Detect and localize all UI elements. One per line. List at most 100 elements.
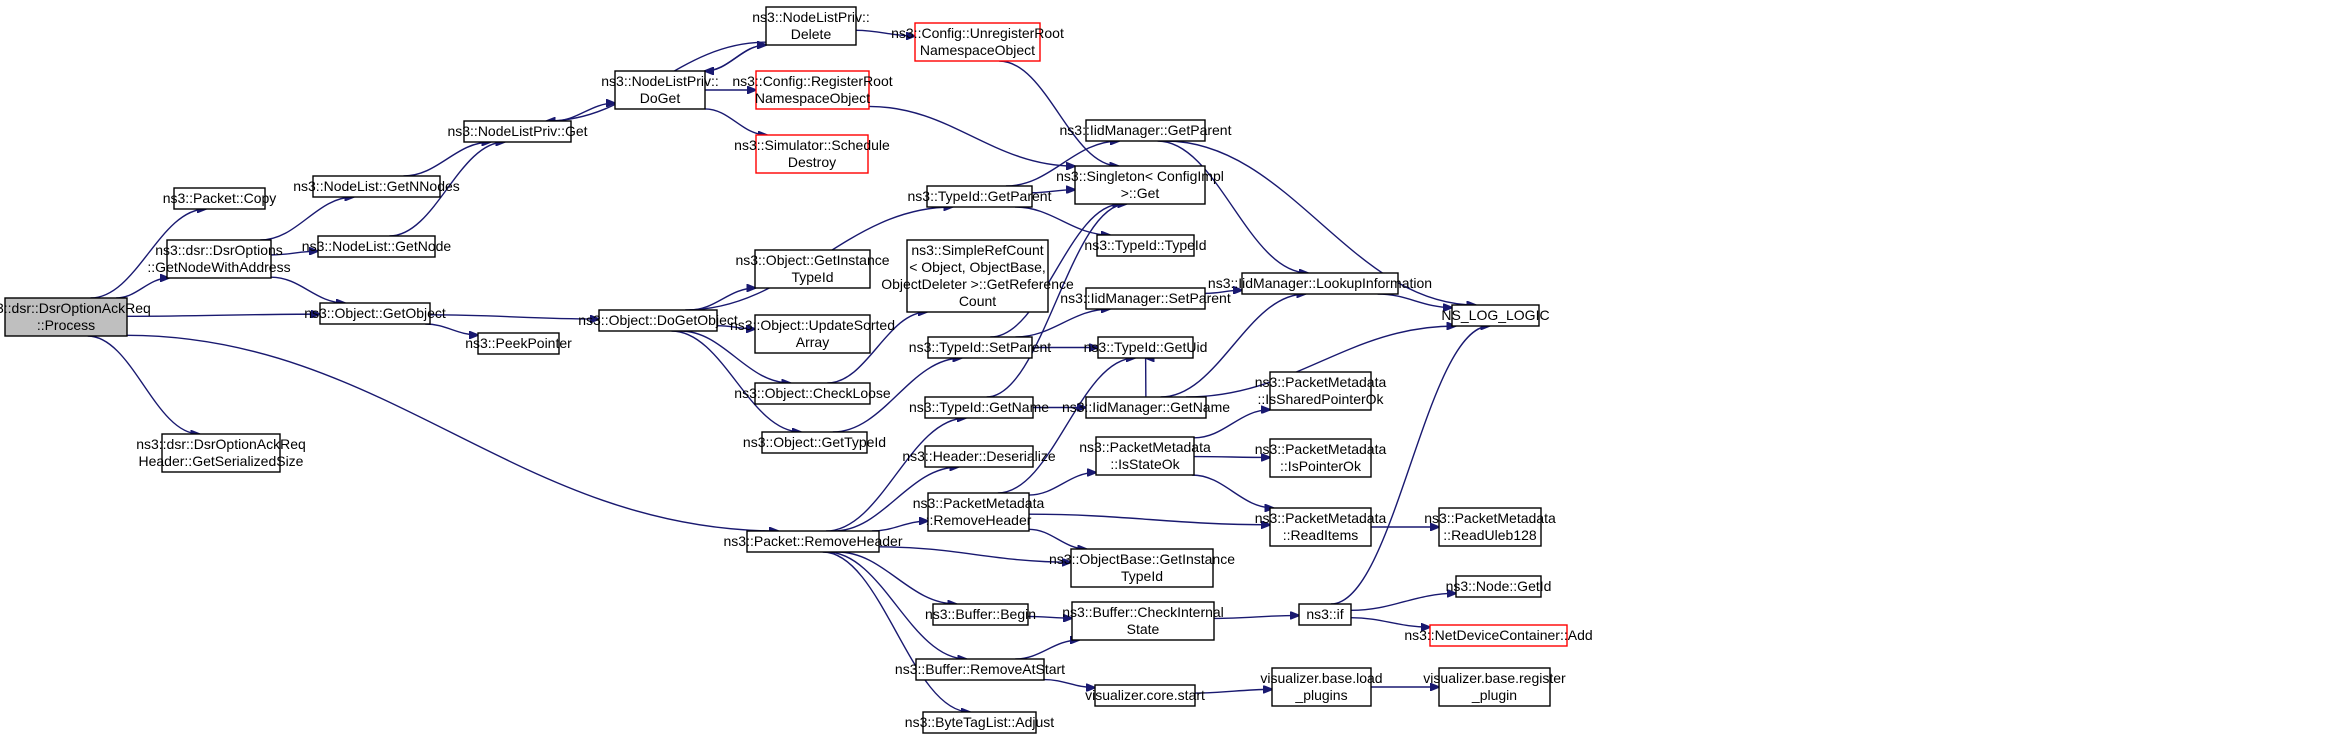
- node-label-line: Delete: [791, 26, 832, 42]
- node-packetmetadata-is-state-ok[interactable]: ns3::PacketMetadata::IsStateOk: [1079, 436, 1211, 476]
- node-packetmetadata-read-items[interactable]: ns3::PacketMetadata::ReadItems: [1255, 507, 1387, 547]
- node-label-line: ObjectDeleter >::GetReference: [881, 276, 1074, 292]
- node-visualizer-core-start[interactable]: visualizer.core.start: [1085, 684, 1205, 707]
- node-simple-ref-count-get-reference-count[interactable]: ns3::SimpleRefCount< Object, ObjectBase,…: [881, 239, 1074, 313]
- node-dsr-option-ack-req-header-get-serialized-size[interactable]: ns3::dsr::DsrOptionAckReqHeader::GetSeri…: [136, 433, 306, 473]
- node-ns-log-logic[interactable]: NS_LOG_LOGIC: [1441, 304, 1550, 327]
- node-box: [746, 530, 880, 553]
- edge-pmisstateok-to-pmispointer: [1193, 457, 1270, 458]
- edge-removehdr-to-tgetname: [826, 418, 966, 532]
- node-visualizer-base-load-plugins[interactable]: visualizer.base.load_plugins: [1260, 667, 1383, 707]
- node-box: [1095, 436, 1195, 476]
- node-packetmetadata-is-pointer-ok[interactable]: ns3::PacketMetadata::IsPointerOk: [1255, 438, 1387, 478]
- node-buffer-begin[interactable]: ns3::Buffer::Begin: [925, 603, 1036, 626]
- node-box: [1455, 575, 1542, 598]
- node-label-line: < Object, ObjectBase,: [909, 259, 1046, 275]
- node-dsr-option-ack-req-process[interactable]: ns3::dsr::DsrOptionAckReq::Process: [0, 297, 151, 337]
- edge-iidgetparent-to-iidlookup: [1157, 140, 1308, 273]
- node-singleton-configimpl-get[interactable]: ns3::Singleton< ConfigImpl>::Get: [1056, 165, 1224, 205]
- node-packet-remove-header[interactable]: ns3::Packet::RemoveHeader: [724, 530, 903, 553]
- node-object-check-loose[interactable]: ns3::Object::CheckLoose: [734, 382, 891, 405]
- node-nodelistpriv-doget[interactable]: ns3::NodeListPriv::DoGet: [601, 70, 719, 110]
- node-label-line: ::IsPointerOk: [1280, 458, 1362, 474]
- node-label-line: DoGet: [640, 90, 681, 106]
- node-typeid-get-name[interactable]: ns3::TypeId::GetName: [909, 396, 1049, 419]
- node-ns3-if[interactable]: ns3::if: [1298, 603, 1352, 626]
- node-box: [1269, 371, 1372, 411]
- node-box: [1071, 601, 1215, 641]
- node-box: [755, 134, 869, 174]
- node-dsr-options-get-node-with-address[interactable]: ns3::dsr::DsrOptions::GetNodeWithAddress: [147, 239, 291, 279]
- node-box: [754, 314, 871, 354]
- node-label-line: ns3::TypeId::SetParent: [909, 339, 1052, 355]
- node-label-line: ns3::PacketMetadata: [1079, 439, 1211, 455]
- node-box: [914, 22, 1041, 62]
- node-box: [1094, 684, 1196, 707]
- node-box: [1241, 272, 1399, 295]
- node-label-line: ::GetNodeWithAddress: [147, 259, 290, 275]
- node-label-line: ns3::NetDeviceContainer::Add: [1404, 627, 1592, 643]
- node-netdevicecontainer-add[interactable]: ns3::NetDeviceContainer::Add: [1404, 624, 1593, 647]
- node-typeid-typeid[interactable]: ns3::TypeId::TypeId: [1084, 234, 1207, 257]
- node-iidmanager-lookup-information[interactable]: ns3::IidManager::LookupInformation: [1208, 272, 1432, 295]
- node-iidmanager-set-parent[interactable]: ns3::IidManager::SetParent: [1060, 287, 1231, 310]
- edge-gettypeid-to-tsetparent: [832, 358, 962, 433]
- node-packetmetadata-read-uleb128[interactable]: ns3::PacketMetadata::ReadUleb128: [1424, 507, 1556, 547]
- edge-removehdr-to-pmremovehdr: [871, 521, 928, 532]
- node-packetmetadata-is-shared-pointer-ok[interactable]: ns3::PacketMetadata::IsSharedPointerOk: [1255, 371, 1387, 411]
- edge-tgetparent-to-ttypeid: [1015, 206, 1110, 235]
- node-label-line: ::Process: [37, 317, 95, 333]
- edge-nlpget-to-nlpdoget: [553, 103, 615, 122]
- node-packet-copy[interactable]: ns3::Packet::Copy: [163, 187, 277, 210]
- edge-getobject-to-dogetobj: [429, 314, 599, 319]
- node-box: [906, 239, 1049, 313]
- node-label-line: ns3::NodeListPriv::: [601, 73, 719, 89]
- node-packetmetadata-remove-header[interactable]: ns3::PacketMetadata::RemoveHeader: [913, 492, 1045, 532]
- node-header-deserialize[interactable]: ns3::Header::Deserialize: [902, 445, 1056, 468]
- node-typeid-set-parent[interactable]: ns3::TypeId::SetParent: [909, 336, 1052, 359]
- node-bytetaglist-adjust[interactable]: ns3::ByteTagList::Adjust: [905, 711, 1055, 734]
- node-node-get-id[interactable]: ns3::Node::GetId: [1446, 575, 1552, 598]
- node-object-get-object[interactable]: ns3::Object::GetObject: [304, 302, 446, 325]
- edge-getnodewa-to-getnnodes: [260, 197, 353, 241]
- node-label-line: visualizer.base.load: [1260, 670, 1382, 686]
- edge-pmremovehdr-to-tgetuid: [997, 358, 1135, 494]
- node-label-line: Array: [796, 334, 829, 350]
- node-nodelistpriv-get[interactable]: ns3::NodeListPriv::Get: [447, 120, 588, 143]
- node-box: [754, 382, 871, 405]
- node-typeid-get-parent[interactable]: ns3::TypeId::GetParent: [908, 185, 1052, 208]
- node-label-line: ns3::Object::GetInstance: [735, 252, 889, 268]
- node-iidmanager-get-parent[interactable]: ns3::IidManager::GetParent: [1060, 119, 1232, 142]
- node-object-get-typeid[interactable]: ns3::Object::GetTypeId: [743, 431, 886, 454]
- node-box: [4, 297, 128, 337]
- node-peek-pointer[interactable]: ns3::PeekPointer: [465, 332, 572, 355]
- edge-removehdr-to-bufbegin: [837, 551, 956, 604]
- node-box: [754, 249, 871, 289]
- node-nodelistpriv-delete[interactable]: ns3::NodeListPriv::Delete: [752, 6, 870, 46]
- node-buffer-remove-at-start[interactable]: ns3::Buffer::RemoveAtStart: [895, 658, 1065, 681]
- edge-tsetparent-to-iidsetparent: [1015, 309, 1110, 338]
- node-object-do-get-object[interactable]: ns3::Object::DoGetObject: [578, 309, 738, 332]
- node-label-line: ns3::NodeList::GetNNodes: [293, 178, 460, 194]
- node-nodelist-get-node[interactable]: ns3::NodeList::GetNode: [302, 235, 452, 258]
- node-label-line: ns3::Header::Deserialize: [902, 448, 1056, 464]
- node-label-line: ns3::PeekPointer: [465, 335, 572, 351]
- node-nodelist-get-n-nodes[interactable]: ns3::NodeList::GetNNodes: [293, 175, 460, 198]
- node-typeid-get-uid[interactable]: ns3::TypeId::GetUid: [1084, 336, 1208, 359]
- node-iidmanager-get-name[interactable]: ns3::IidManager::GetName: [1062, 396, 1230, 419]
- node-label-line: NS_LOG_LOGIC: [1441, 307, 1549, 323]
- node-box: [1074, 165, 1206, 205]
- node-box: [1070, 548, 1214, 588]
- node-config-unregister-root-namespace-object[interactable]: ns3::Config::UnregisterRootNamespaceObje…: [891, 22, 1064, 62]
- node-label-line: visualizer.core.start: [1085, 687, 1205, 703]
- node-box: [922, 711, 1037, 734]
- node-box: [755, 70, 870, 110]
- node-visualizer-base-register-plugin[interactable]: visualizer.base.register_plugin: [1423, 667, 1566, 707]
- node-box: [1271, 667, 1372, 707]
